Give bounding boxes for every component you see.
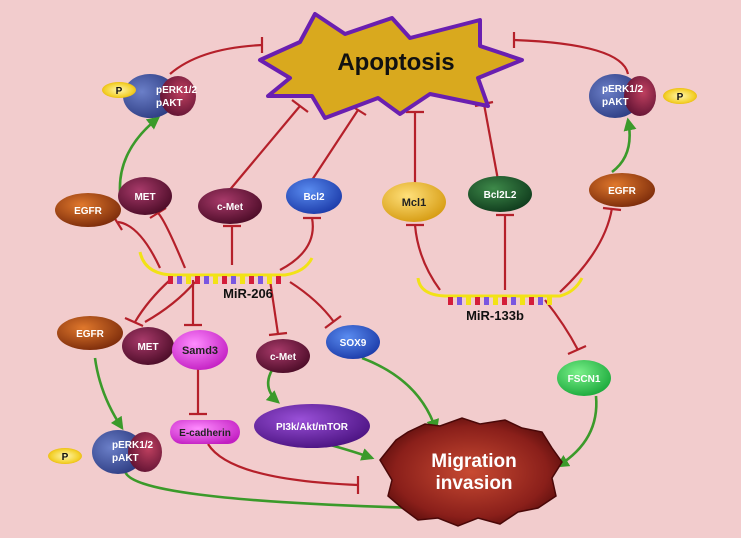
met-node-top: MET	[118, 177, 172, 215]
met-label: MET	[137, 342, 158, 353]
egfr-activate-perk-left	[118, 116, 161, 193]
tbar	[268, 331, 288, 337]
mir206-inhibit-cmet-bottom	[268, 279, 280, 335]
cmet-label: c-Met	[270, 352, 297, 363]
perk-label-2: pAKT	[112, 453, 139, 464]
bcl2l2-label: Bcl2L2	[484, 190, 517, 201]
cmet-node-top: c-Met	[198, 188, 262, 224]
perk-label-1: pERK1/2	[112, 440, 154, 451]
bcl2l2-node: Bcl2L2	[468, 176, 532, 212]
egfr-label: EGFR	[76, 329, 105, 340]
apoptosis-label: Apoptosis	[337, 49, 454, 76]
inhibit-perk-apoptosis-right	[513, 38, 630, 75]
inhibit-bcl2l2-apoptosis	[482, 103, 500, 181]
ecadherin-inhibit-migration	[207, 443, 359, 487]
pi3k-label: PI3k/Akt/mTOR	[276, 422, 349, 433]
phospho-badge-top-right: P	[663, 88, 697, 104]
mir206-inhibit-bcl2	[279, 217, 314, 271]
bcl2-node: Bcl2	[286, 178, 342, 214]
p-label: P	[62, 452, 69, 463]
perk-node-bottom: pERK1/2 pAKT	[92, 430, 162, 474]
fscn1-label: FSCN1	[568, 374, 601, 385]
met-node-bottom: MET	[122, 327, 174, 365]
tbar	[291, 99, 309, 113]
ecadherin-node: E-cadherin	[170, 420, 240, 444]
mir133b-inhibit-egfr	[559, 207, 614, 293]
fscn1-activate-migration	[555, 395, 598, 468]
egfr-activate-perk-bottom	[93, 357, 124, 431]
sox9-activate-migration	[361, 356, 440, 433]
migration-node: Migration invasion	[379, 417, 563, 527]
sox9-node: SOX9	[326, 325, 380, 359]
mir133b-inhibit-mcl1	[413, 224, 441, 291]
migration-label-line1: Migration	[431, 451, 517, 472]
tbar	[602, 206, 622, 212]
perk-node-top-right: pERK1/2 pAKT	[589, 74, 656, 118]
perk-label-2: pAKT	[156, 98, 183, 109]
inhibit-perk-apoptosis-left	[169, 43, 263, 75]
pi3k-node: PI3k/Akt/mTOR	[254, 404, 370, 448]
tbar	[124, 316, 144, 328]
mir133b-strand	[416, 277, 584, 305]
mir133b-teeth	[448, 297, 552, 305]
perk-activate-migration	[123, 469, 423, 515]
apoptosis-node: Apoptosis	[258, 12, 524, 120]
perk-node-top-left: pERK1/2 pAKT	[123, 74, 198, 118]
cmet-label: c-Met	[217, 202, 244, 213]
cmet-activate-pi3k	[265, 369, 280, 404]
egfr-activate-perk-right	[611, 117, 637, 174]
egfr-node-right: EGFR	[589, 173, 655, 207]
samd3-node: Samd3	[172, 330, 228, 370]
mir206-inhibit-sox9	[289, 281, 335, 323]
p-label: P	[116, 86, 123, 97]
mir206-inhibit-met	[157, 212, 187, 269]
mir206-label: MiR-206	[223, 286, 273, 301]
mir206-inhibit-met-bottom	[144, 281, 196, 323]
met-label: MET	[134, 192, 155, 203]
samd3-label: Samd3	[182, 345, 218, 357]
mcl1-label: Mcl1	[402, 197, 426, 209]
egfr-node-bottom: EGFR	[57, 316, 123, 350]
cmet-node-bottom: c-Met	[256, 339, 310, 373]
egfr-label: EGFR	[74, 206, 103, 217]
tbar	[324, 315, 342, 329]
phospho-badge-top-left: P	[102, 82, 136, 98]
mcl1-node: Mcl1	[382, 182, 446, 222]
mir133b-label: MiR-133b	[466, 308, 524, 323]
perk-label-1: pERK1/2	[156, 85, 198, 96]
perk-label-2: pAKT	[602, 97, 629, 108]
egfr-node-left: EGFR	[55, 193, 121, 227]
inhibit-cmet-apoptosis	[227, 105, 301, 193]
tbar	[567, 344, 587, 356]
sox9-label: SOX9	[340, 338, 367, 349]
egfr-label: EGFR	[608, 186, 637, 197]
mir206-inhibit-egfr-bottom	[134, 279, 171, 323]
mir206-inhibit-egfr	[117, 220, 161, 269]
perk-label-1: pERK1/2	[602, 84, 644, 95]
p-label: P	[677, 92, 684, 103]
mir206-strand	[138, 251, 314, 284]
ecadherin-label: E-cadherin	[179, 428, 231, 439]
inhibit-bcl2-apoptosis	[311, 109, 359, 181]
mir206-teeth	[168, 276, 281, 284]
phospho-badge-bottom: P	[48, 448, 82, 464]
mir133b-inhibit-fscn1	[544, 299, 579, 351]
migration-label-line2: invasion	[435, 473, 512, 494]
bcl2-label: Bcl2	[303, 192, 325, 203]
fscn1-node: FSCN1	[557, 360, 611, 396]
